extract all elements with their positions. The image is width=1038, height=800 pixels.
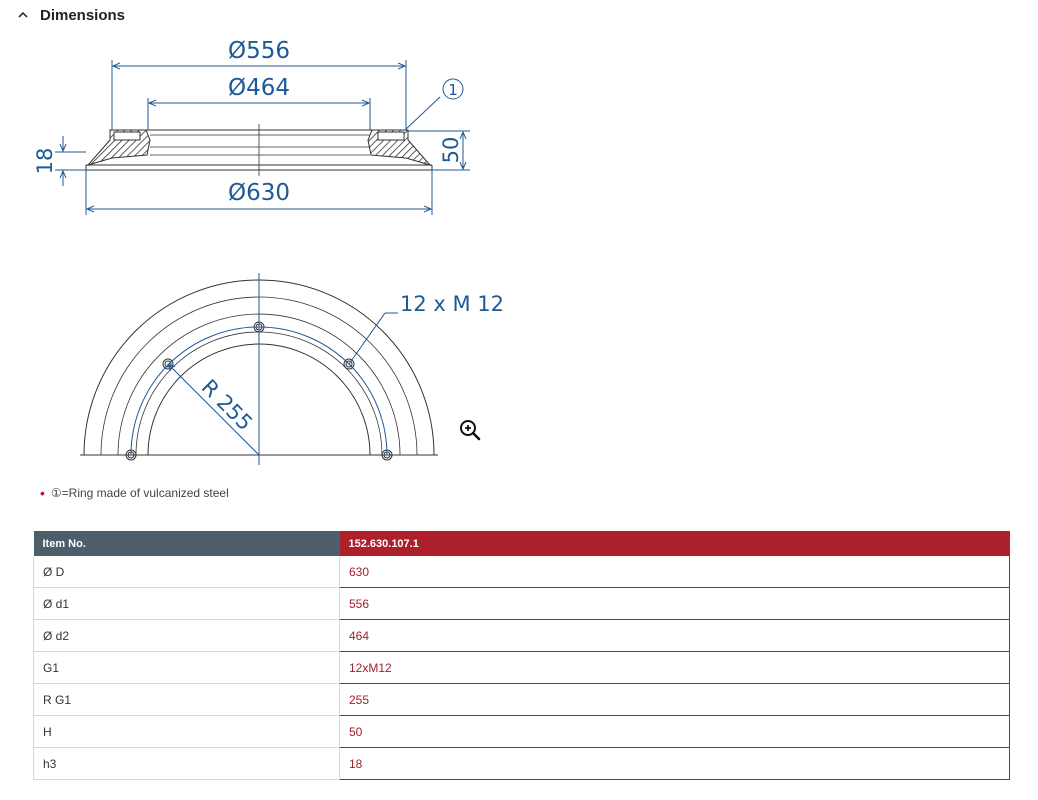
zoom-in-icon[interactable] [458, 418, 482, 442]
dimension-H: 50 [439, 137, 463, 164]
dimension-D: Ø630 [228, 180, 290, 206]
row-key: Ø d1 [33, 587, 340, 620]
chevron-up-icon [12, 11, 34, 19]
table-row: Ø D 630 [33, 556, 1010, 588]
row-key: G1 [33, 651, 340, 684]
row-value: 18 [339, 747, 1010, 780]
row-value: 556 [339, 587, 1010, 620]
header-item-no: Item No. [33, 531, 340, 556]
row-key: H [33, 715, 340, 748]
specification-table: Item No. 152.630.107.1 Ø D 630 Ø d1 556 … [33, 531, 1010, 780]
row-value: 464 [339, 619, 1010, 652]
table-row: R G1 255 [33, 683, 1010, 716]
row-key: h3 [33, 747, 340, 780]
dimension-h3: 18 [33, 148, 57, 175]
section-title: Dimensions [40, 6, 126, 24]
row-value: 12xM12 [339, 651, 1010, 684]
dimension-d2: Ø464 [228, 75, 290, 101]
dimensions-section-toggle[interactable]: Dimensions [12, 4, 125, 26]
table-row: h3 18 [33, 747, 1010, 780]
row-key: Ø D [33, 556, 340, 588]
footnote-text: ①=Ring made of vulcanized steel [50, 486, 229, 500]
bullet-icon: • [40, 485, 45, 501]
table-row: Ø d1 556 [33, 587, 1010, 620]
radius-label: R 255 [197, 375, 257, 435]
row-key: Ø d2 [33, 619, 340, 652]
callout-number: 1 [448, 81, 458, 99]
table-row: Ø d2 464 [33, 619, 1010, 652]
technical-drawing: Ø556 Ø464 Ø630 18 50 1 12 x M [33, 38, 504, 465]
row-value: 50 [339, 715, 1010, 748]
table-header-row: Item No. 152.630.107.1 [33, 531, 1010, 556]
table-row: H 50 [33, 715, 1010, 748]
dimension-d1: Ø556 [228, 38, 290, 64]
row-key: R G1 [33, 683, 340, 716]
footnote: • ①=Ring made of vulcanized steel [40, 486, 229, 500]
side-view [85, 124, 433, 176]
header-item-number-value: 152.630.107.1 [339, 531, 1010, 556]
row-value: 255 [339, 683, 1010, 716]
thread-label: 12 x M 12 [400, 292, 504, 316]
table-row: G1 12xM12 [33, 651, 1010, 684]
row-value: 630 [339, 556, 1010, 588]
